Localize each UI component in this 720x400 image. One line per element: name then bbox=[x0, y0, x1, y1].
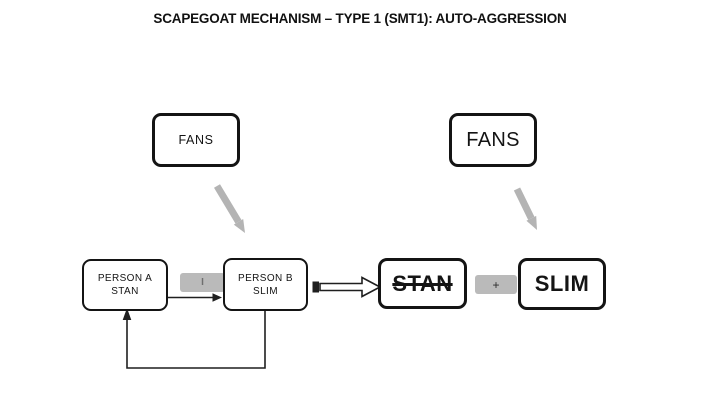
diagram-title: SCAPEGOAT MECHANISM – TYPE 1 (SMT1): AUT… bbox=[153, 11, 567, 26]
transform-arrow-icon bbox=[312, 276, 382, 298]
slim-box: SLIM bbox=[518, 258, 606, 310]
relation-badge-right-label: + bbox=[492, 277, 500, 292]
person-b-line2: SLIM bbox=[253, 285, 278, 297]
a-to-b-arrow-icon bbox=[167, 293, 222, 302]
relation-badge-right: + bbox=[475, 275, 517, 294]
fans-box-left: FANS bbox=[152, 113, 240, 167]
stan-crossed-box: STAN bbox=[378, 258, 467, 309]
feedback-loop-arrow-icon bbox=[122, 308, 266, 369]
stan-crossed-label: STAN bbox=[392, 270, 453, 296]
slim-box-label: SLIM bbox=[534, 271, 590, 296]
fans-box-right-label: FANS bbox=[466, 128, 520, 151]
person-a-line1: PERSON A bbox=[97, 273, 153, 284]
person-a-box: PERSON A STAN bbox=[82, 259, 168, 311]
fans-box-left-label: FANS bbox=[178, 133, 214, 147]
person-a-line2: STAN bbox=[111, 286, 139, 297]
fans-right-influence-arrow-icon bbox=[513, 187, 537, 230]
person-b-line1: PERSON B bbox=[238, 272, 293, 284]
fans-left-influence-arrow-icon bbox=[213, 184, 245, 233]
person-b-box: PERSON B SLIM bbox=[223, 258, 308, 311]
fans-box-right: FANS bbox=[449, 113, 537, 167]
relation-badge-left-label: I bbox=[201, 277, 204, 288]
relation-badge-left: I bbox=[180, 273, 225, 292]
